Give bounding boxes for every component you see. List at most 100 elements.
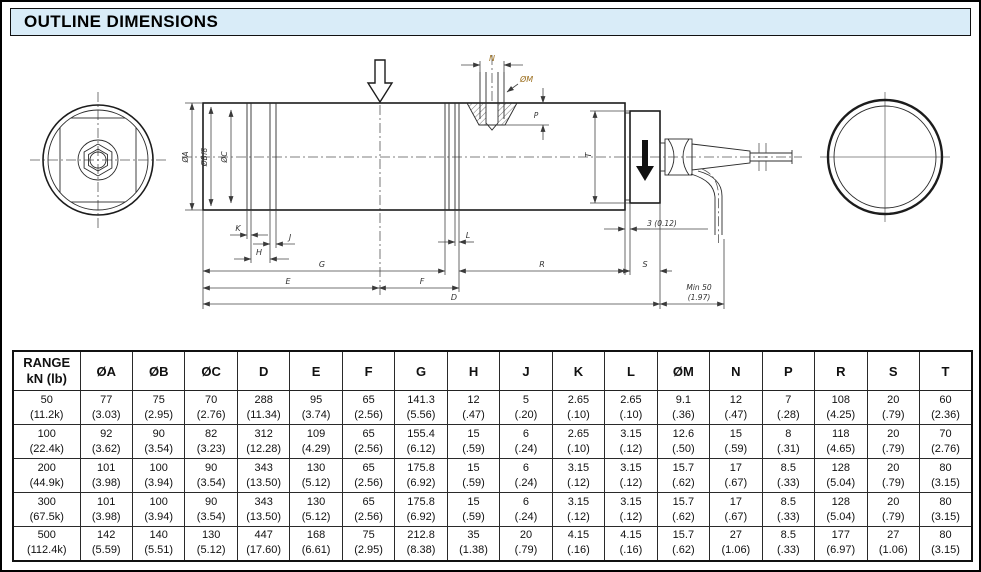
col-header-h: H bbox=[446, 350, 501, 391]
metric-value: 90 bbox=[205, 461, 218, 474]
dim-label-min-bend-1: Min 50 bbox=[686, 283, 711, 292]
dim-cell: 101(3.98) bbox=[79, 458, 133, 493]
dim-cell: 70(2.76) bbox=[184, 390, 238, 425]
imperial-value: (2.76) bbox=[931, 442, 960, 455]
metric-value: 312 bbox=[254, 427, 273, 440]
imperial-value: (3.74) bbox=[301, 408, 331, 421]
dim-cell: 3.15(.12) bbox=[551, 492, 606, 527]
dim-cell: 15(.59) bbox=[446, 424, 501, 459]
dim-cell: 65(2.56) bbox=[341, 390, 396, 425]
dim-cell: 7(.28) bbox=[761, 390, 816, 425]
dim-cell: 108(4.25) bbox=[814, 390, 868, 425]
dim-cell: 447(17.60) bbox=[236, 526, 291, 561]
dim-cell: 20(.79) bbox=[866, 390, 921, 425]
dim-label-h: H bbox=[256, 248, 262, 257]
load-direction-arrow bbox=[636, 140, 654, 181]
dim-cell: 95(3.74) bbox=[289, 390, 343, 425]
metric-value: 2.65 bbox=[567, 393, 590, 406]
imperial-value: (.79) bbox=[881, 476, 905, 489]
cable bbox=[690, 143, 793, 243]
imperial-value: (13.50) bbox=[246, 476, 282, 489]
dim-label-s: S bbox=[642, 260, 647, 269]
metric-value: 12 bbox=[467, 393, 480, 406]
dim-cell: 17(.67) bbox=[709, 492, 763, 527]
metric-value: 65 bbox=[362, 495, 375, 508]
dim-cell: 3.15(.12) bbox=[604, 492, 658, 527]
dim-cell: 155.4(6.12) bbox=[394, 424, 448, 459]
outline-drawing-svg: ØA ØBf8 ØC K J H bbox=[30, 54, 950, 309]
metric-value: 3.15 bbox=[620, 495, 642, 508]
dim-label-gap: 3 (0.12) bbox=[647, 219, 677, 228]
imperial-value: (112.4k) bbox=[26, 544, 67, 557]
dim-cell: 177(6.97) bbox=[814, 526, 868, 561]
dim-cell: 20(.79) bbox=[866, 424, 921, 459]
metric-value: 8.5 bbox=[780, 529, 796, 542]
imperial-value: (.33) bbox=[777, 476, 800, 489]
cable-gland bbox=[659, 138, 751, 176]
col-header-dia-a: ØA bbox=[79, 350, 133, 391]
table-row: 50(11.2k)77(3.03)75(2.95)70(2.76)288(11.… bbox=[12, 390, 973, 425]
imperial-value: (.24) bbox=[514, 476, 538, 489]
metric-value: 3.15 bbox=[567, 495, 590, 508]
dim-cell: 312 (12.28) bbox=[236, 424, 291, 459]
threaded-hole-detail bbox=[466, 72, 518, 131]
dim-cell: 65(2.56) bbox=[341, 424, 396, 459]
metric-value: 109 bbox=[306, 427, 326, 440]
dim-cell: 20 (.79) bbox=[866, 458, 921, 493]
metric-value: 15.7 bbox=[672, 529, 695, 542]
dim-cell: 80(3.15) bbox=[919, 458, 973, 493]
imperial-value: (3.23) bbox=[196, 442, 226, 455]
dim-cell: 3.15(.12) bbox=[604, 458, 658, 493]
imperial-value: (.62) bbox=[672, 544, 695, 557]
metric-value: 128 bbox=[831, 495, 850, 508]
imperial-value: (12.28) bbox=[246, 442, 282, 455]
imperial-value: (6.97) bbox=[826, 544, 856, 557]
dim-label-e: E bbox=[285, 277, 291, 286]
range-cell: 300(67.5k) bbox=[12, 492, 81, 527]
imperial-value: (2.56) bbox=[354, 408, 383, 421]
imperial-value: (5.51) bbox=[144, 544, 174, 557]
dim-label-k: K bbox=[235, 224, 241, 233]
imperial-value: (13.50) bbox=[246, 510, 282, 523]
metric-value: 20 bbox=[887, 461, 900, 474]
metric-value: 4.15 bbox=[620, 529, 642, 542]
imperial-value: (2.95) bbox=[144, 408, 174, 421]
dim-cell: 15.7 (.62) bbox=[656, 526, 711, 561]
metric-value: 15 bbox=[467, 495, 480, 508]
dim-cell: 5(.20) bbox=[499, 390, 553, 425]
imperial-value: (.12) bbox=[619, 442, 643, 455]
imperial-value: (1.06) bbox=[878, 544, 908, 557]
dim-cell: 12(.47) bbox=[709, 390, 763, 425]
dim-cell: 118(4.65) bbox=[814, 424, 868, 459]
col-header-j: J bbox=[499, 350, 553, 391]
metric-value: 60 bbox=[939, 393, 952, 406]
dim-cell: 8.5(.33) bbox=[761, 492, 816, 527]
imperial-value: (8.38) bbox=[406, 544, 436, 557]
dim-cell: 2.65(.10) bbox=[604, 390, 658, 425]
dim-cell: 130(5.12) bbox=[289, 492, 343, 527]
imperial-value: (6.12) bbox=[406, 442, 436, 455]
dim-cell: 142(5.59) bbox=[79, 526, 133, 561]
dim-cell: 9.1(.36) bbox=[656, 390, 711, 425]
dim-cell: 2.65(.10) bbox=[551, 424, 606, 459]
metric-value: 20 bbox=[887, 495, 900, 508]
metric-value: 80 bbox=[939, 461, 952, 474]
metric-value: 80 bbox=[939, 495, 952, 508]
imperial-value: (.10) bbox=[567, 408, 590, 421]
dim-cell: 15.7(.62) bbox=[656, 458, 711, 493]
metric-value: 7 bbox=[785, 393, 792, 406]
metric-value: 12 bbox=[729, 393, 742, 406]
metric-value: 128 bbox=[831, 461, 850, 474]
dim-cell: 15.7(.62) bbox=[656, 492, 711, 527]
metric-value: 118 bbox=[832, 427, 850, 440]
outline-drawing: ØA ØBf8 ØC K J H bbox=[2, 47, 979, 349]
metric-value: 100 bbox=[149, 461, 168, 474]
imperial-value: (5.12) bbox=[196, 544, 226, 557]
metric-value: 3.15 bbox=[620, 461, 642, 474]
metric-value: 2.65 bbox=[620, 393, 642, 406]
dim-label-dia-a: ØA bbox=[181, 151, 190, 163]
col-header-s: S bbox=[866, 350, 921, 391]
col-header-e: E bbox=[289, 350, 343, 391]
